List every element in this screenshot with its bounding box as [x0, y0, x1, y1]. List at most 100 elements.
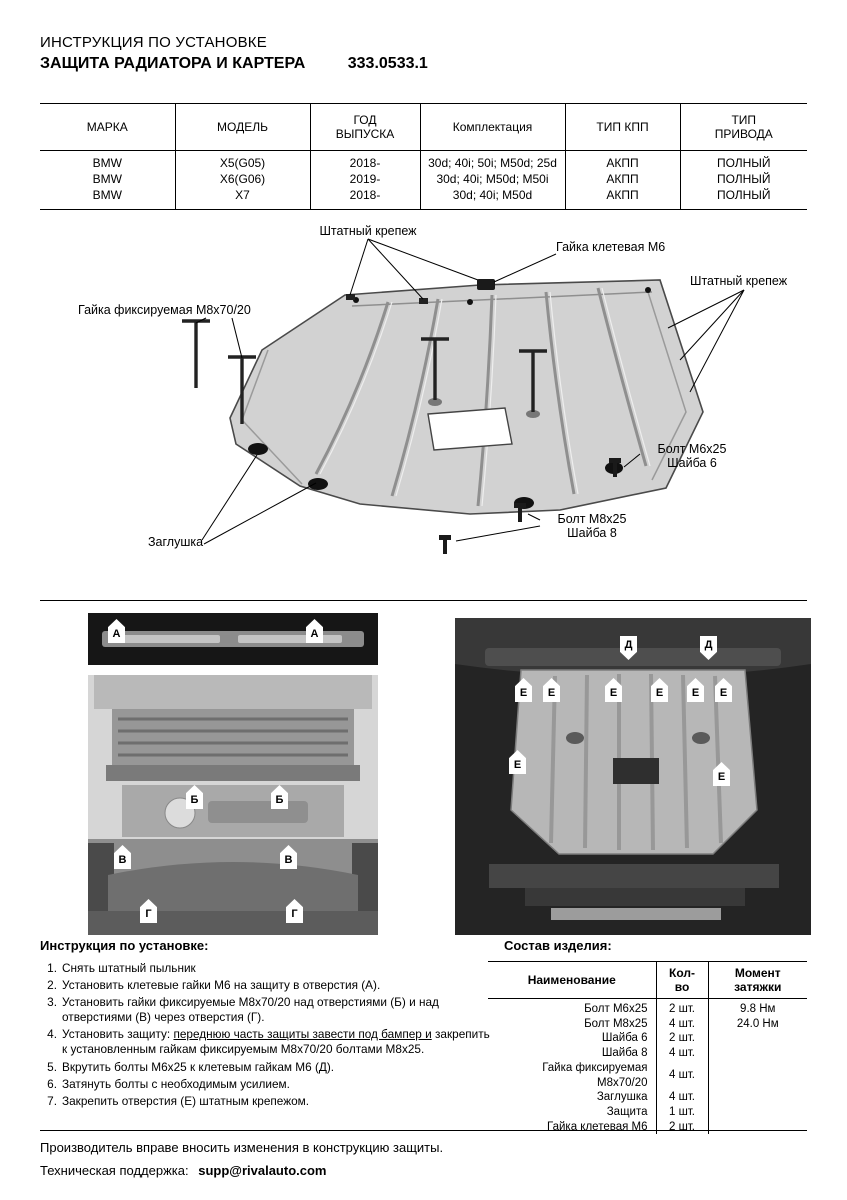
label-washer-6: Шайба 6 [667, 456, 717, 470]
cell-trim: 30d; 40i; M50d [419, 187, 565, 210]
center-cutout [427, 407, 513, 451]
composition-table: Наименование Кол-во Момент затяжки Болт … [488, 961, 807, 1135]
leader-lines [195, 238, 745, 545]
list-item: 5. Вкрутить болты М6х25 к клетевым гайка… [47, 1059, 335, 1074]
product-title: ЗАЩИТА РАДИАТОРА И КАРТЕРА [40, 55, 306, 72]
cell-gearbox: АКПП [564, 187, 680, 210]
section-divider [40, 600, 807, 601]
list-item: 4. Установить защиту: переднюю часть защ… [47, 1027, 490, 1057]
marker-e: Е [715, 678, 732, 702]
marker-a: А [108, 619, 125, 643]
cell-year: 2018- [309, 187, 420, 210]
cell-brand: BMW [92, 156, 122, 170]
marker-b: Б [271, 785, 288, 809]
col-header-torque: Момент затяжки [707, 961, 807, 999]
label-washer-8: Шайба 8 [567, 526, 617, 540]
col-header-year: ГОД ВЫПУСКА [309, 103, 420, 151]
marker-g: Г [286, 899, 303, 923]
cage-nut-icon [477, 279, 495, 290]
front-underside-photo-art [88, 613, 378, 935]
marker-e: Е [543, 678, 560, 702]
cell-model: X7 [174, 187, 310, 210]
document-header: ИНСТРУКЦИЯ ПО УСТАНОВКЕ ЗАЩИТА РАДИАТОРА… [40, 34, 428, 73]
composition-header-row: Наименование Кол-во Момент затяжки [488, 961, 807, 999]
support-label: Техническая поддержка: [40, 1163, 189, 1178]
cell-model: X6(G06) [174, 171, 310, 187]
standard-fastener-icon [346, 294, 355, 300]
marker-e: Е [713, 762, 730, 786]
cell-trim: 30d; 40i; M50d; M50i [419, 171, 565, 187]
col-header-brand: МАРКА [40, 103, 175, 151]
product-composition: Состав изделия: Наименование Кол-во Моме… [488, 938, 807, 1135]
support-email: supp@rivalauto.com [198, 1163, 327, 1178]
marker-e: Е [515, 678, 532, 702]
footer-divider [40, 1130, 807, 1131]
table-row: BMW X5(G05) 2018- 30d; 40i; 50i; M50d; 2… [40, 150, 807, 171]
col-header-model: МОДЕЛЬ [174, 103, 310, 151]
installation-instructions: Инструкция по установке: 1. Снять штатны… [40, 938, 490, 1111]
label-fixed-nut: Гайка фиксируемая М8х70/20 [78, 303, 251, 317]
marker-e: Е [651, 678, 668, 702]
plate-ribs [314, 287, 648, 507]
marker-e: Е [605, 678, 622, 702]
installed-plate-photo-art [455, 618, 811, 935]
label-bolt-m8: Болт М8х25 [557, 512, 627, 526]
label-bolt-m6: Болт М6х25 [657, 442, 727, 456]
cell-drive: ПОЛНЫЙ [679, 150, 807, 171]
label-bolt-m8-group: Болт М8х25 Шайба 8 [542, 512, 642, 540]
document-footer: Производитель вправе вносить изменения в… [40, 1140, 443, 1178]
bolt-icons [439, 458, 621, 554]
instructions-title: Инструкция по установке: [40, 938, 209, 953]
col-header-drive: ТИП ПРИВОДА [679, 103, 807, 151]
label-cage-nut: Гайка клетевая М6 [556, 240, 666, 254]
composition-title: Состав изделия: [504, 938, 612, 953]
vehicle-table-header-row: МАРКА МОДЕЛЬ ГОД ВЫПУСКА Комплектация ТИ… [40, 103, 807, 151]
cell-model: X5(G05) [174, 150, 310, 171]
label-bolt-m6-group: Болт М6х25 Шайба 6 [642, 442, 742, 470]
standard-fastener-icon [419, 298, 428, 304]
cell-drive: ПОЛНЫЙ [679, 171, 807, 187]
cell-gearbox: АКПП [564, 171, 680, 187]
cell-year: 2018- [309, 150, 420, 171]
marker-d: Д [700, 636, 717, 660]
vehicle-table: МАРКА МОДЕЛЬ ГОД ВЫПУСКА Комплектация ТИ… [40, 103, 807, 210]
list-item: 6. Затянуть болты с необходимым усилием. [47, 1076, 290, 1091]
vehicle-table-wrap: МАРКА МОДЕЛЬ ГОД ВЫПУСКА Комплектация ТИ… [40, 103, 807, 210]
front-view-photo: А А Б Б В В Г Г [88, 613, 378, 935]
list-item: 1. Снять штатный пыльник [47, 961, 196, 975]
cell-year: 2019- [309, 171, 420, 187]
table-row: BMW X7 2018- 30d; 40i; M50d АКПП ПОЛНЫЙ [40, 187, 807, 210]
col-header-name: Наименование [488, 961, 656, 999]
list-item: 3. Установить гайки фиксируемые М8х70/20… [47, 995, 439, 1025]
col-header-trim: Комплектация [419, 103, 565, 151]
col-header-qty: Кол-во [655, 961, 708, 999]
marker-e: Е [687, 678, 704, 702]
list-item: 7. Закрепить отверстия (Е) штатным крепе… [47, 1093, 310, 1108]
marker-v: В [114, 845, 131, 869]
cell-gearbox: АКПП [564, 150, 680, 171]
fixed-nut-stud-icon [182, 319, 547, 424]
table-row: BMW X6(G06) 2019- 30d; 40i; M50d; M50i А… [40, 171, 807, 187]
marker-b: Б [186, 785, 203, 809]
marker-d: Д [620, 636, 637, 660]
skid-plate-drawing [182, 238, 745, 554]
label-standard-fastener-top: Штатный крепеж [319, 224, 417, 238]
cell-drive: ПОЛНЫЙ [679, 187, 807, 210]
marker-a: А [306, 619, 323, 643]
marker-e: Е [509, 750, 526, 774]
doc-type-title: ИНСТРУКЦИЯ ПО УСТАНОВКЕ [40, 34, 267, 51]
marker-v: В [280, 845, 297, 869]
cell-trim: 30d; 40i; 50i; M50d; 25d [419, 150, 565, 171]
cell-brand: BMW [92, 172, 122, 186]
installed-view-photo: Д Д Е Е Е Е Е Е Е Е [455, 618, 811, 935]
marker-g: Г [140, 899, 157, 923]
